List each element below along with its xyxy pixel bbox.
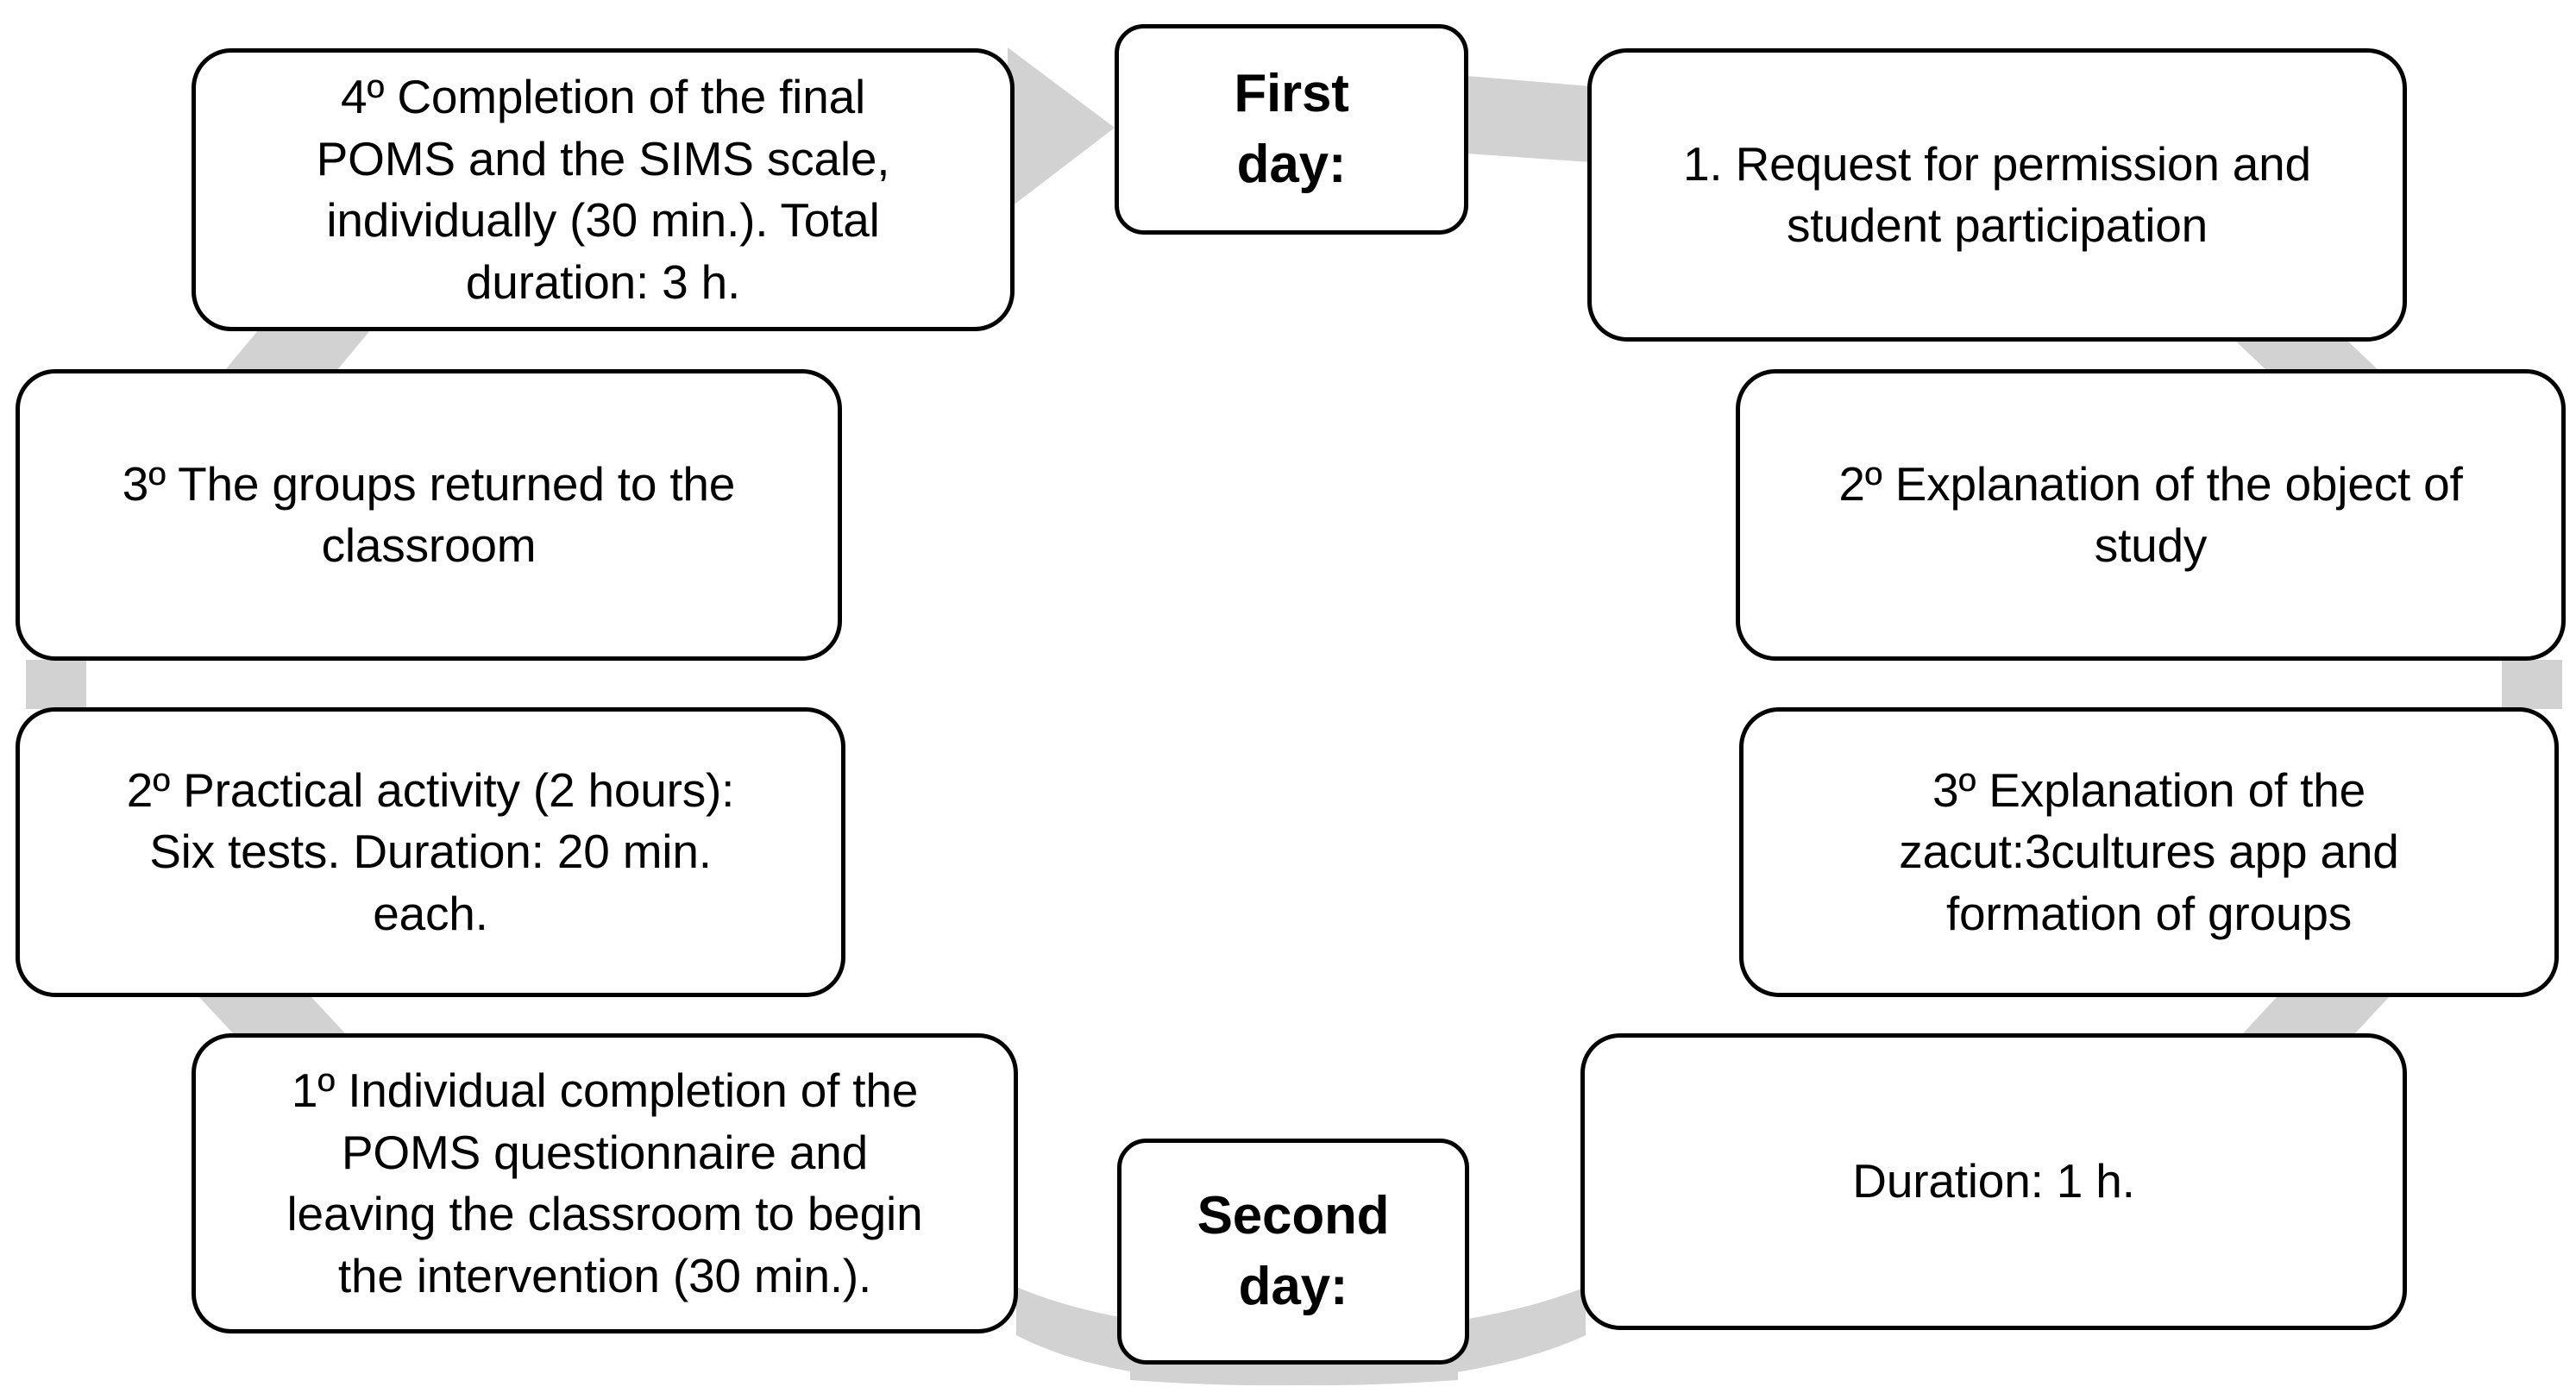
step-duration-1h-label: Duration: 1 h.: [1852, 1154, 2135, 1208]
connector-step3-to-duration: [2243, 996, 2390, 1033]
hub-second-day-label: Second day:: [1197, 1186, 1390, 1316]
step-2-practical-activity[interactable]: 2º Practical activity (2 hours): Six tes…: [16, 707, 845, 997]
step-3-explanation-app[interactable]: 3º Explanation of the zacut:3cultures ap…: [1739, 707, 2559, 997]
step-4-final-poms[interactable]: 4º Completion of the final POMS and the …: [192, 48, 1015, 331]
step-1-request-permission[interactable]: 1. Request for permission and student pa…: [1587, 48, 2407, 342]
step-3-groups-returned-label: 3º The groups returned to the classroom: [122, 456, 736, 573]
hub-first-day[interactable]: First day:: [1115, 24, 1468, 235]
step-1-individual-poms[interactable]: 1º Individual completion of the POMS que…: [192, 1033, 1018, 1333]
arrow-to-first-day: [1008, 47, 1115, 210]
connector-step2-to-step3: [2502, 660, 2562, 709]
step-2-explanation-object-label: 2º Explanation of the object of study: [1838, 456, 2463, 573]
connector-step1-individual-to-step2-practical: [198, 996, 345, 1033]
step-1-individual-poms-label: 1º Individual completion of the POMS que…: [286, 1064, 923, 1302]
connector-step1-to-step2: [2234, 340, 2381, 373]
hub-first-day-label: First day:: [1234, 64, 1349, 194]
connector-step2-practical-to-step3-groups: [26, 660, 86, 709]
step-2-explanation-object[interactable]: 2º Explanation of the object of study: [1736, 369, 2566, 661]
step-3-explanation-app-label: 3º Explanation of the zacut:3cultures ap…: [1899, 762, 2399, 940]
connector-step3-groups-to-step4-final: [224, 329, 371, 371]
step-1-request-permission-label: 1. Request for permission and student pa…: [1683, 136, 2311, 253]
hub-second-day[interactable]: Second day:: [1117, 1139, 1469, 1365]
step-3-groups-returned[interactable]: 3º The groups returned to the classroom: [16, 369, 842, 661]
connector-first-day-to-step1: [1467, 76, 1590, 162]
step-4-final-poms-label: 4º Completion of the final POMS and the …: [316, 70, 890, 309]
step-duration-1h[interactable]: Duration: 1 h.: [1580, 1033, 2407, 1330]
step-2-practical-activity-label: 2º Practical activity (2 hours): Six tes…: [126, 762, 735, 940]
